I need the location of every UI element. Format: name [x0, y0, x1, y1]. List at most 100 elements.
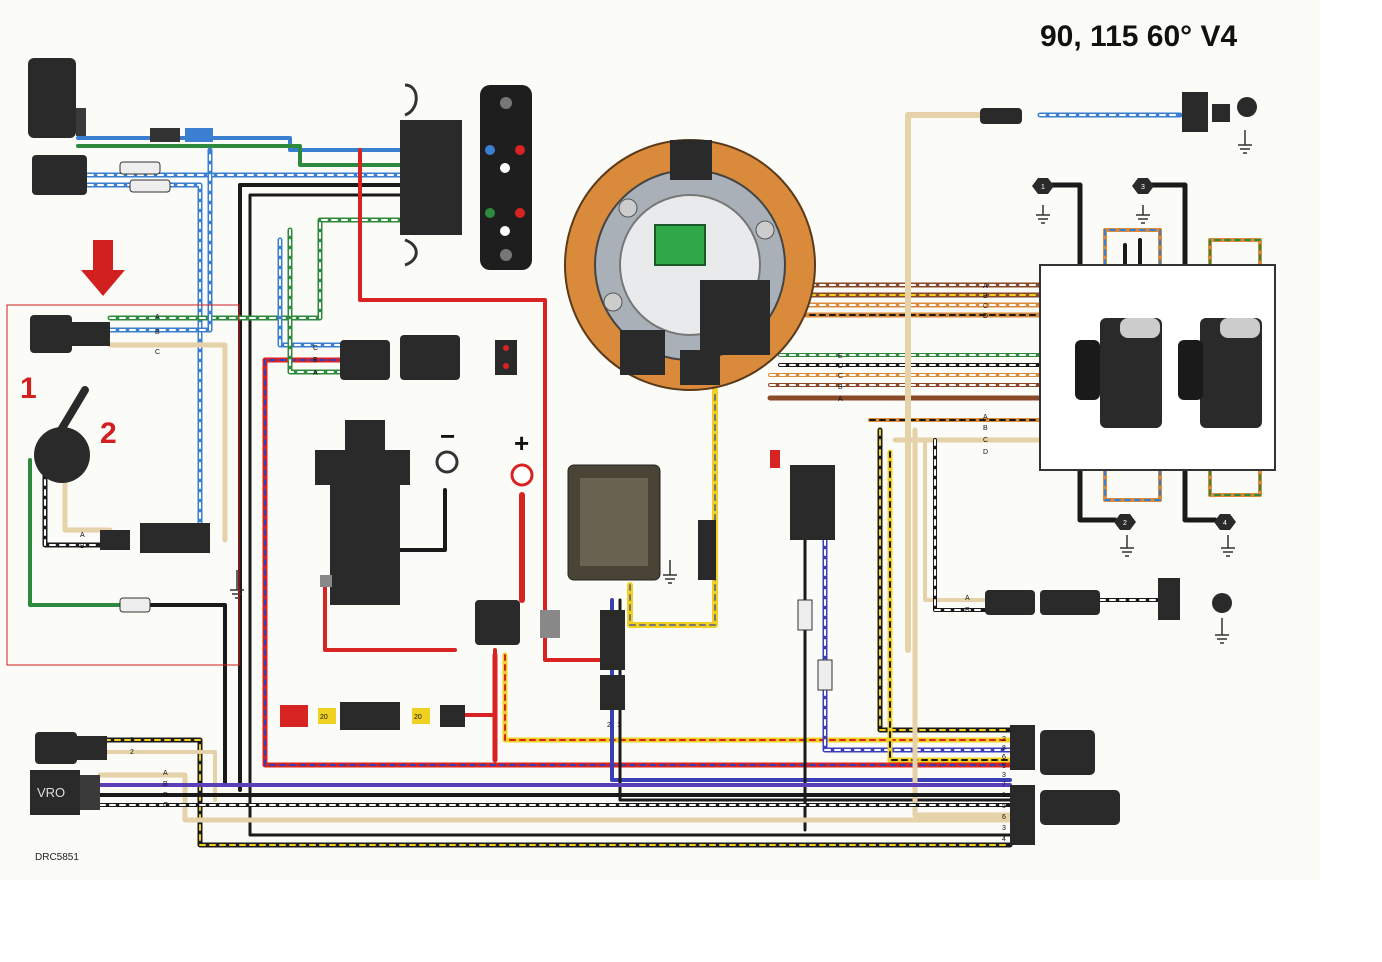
svg-text:2: 2 [1123, 520, 1127, 527]
svg-text:2: 2 [1002, 736, 1006, 743]
svg-text:3: 3 [1002, 772, 1006, 779]
svg-text:7: 7 [1002, 781, 1006, 788]
battery-terminals [435, 450, 534, 487]
svg-text:3: 3 [1002, 825, 1006, 832]
battery-minus-sign: − [440, 421, 455, 451]
pin-labels-harness-lower: 1 5 6 3 4 [1002, 792, 1006, 843]
crank-sensor [985, 578, 1232, 620]
wire-black-tps [148, 603, 227, 787]
stator [564, 139, 816, 391]
svg-text:B: B [163, 781, 168, 788]
wire-black-trunk-2 [248, 193, 1012, 837]
throttle-position-sensor [34, 386, 210, 613]
svg-text:D: D [838, 363, 843, 370]
vro-label: VRO [37, 785, 65, 800]
svg-text:B: B [983, 425, 988, 432]
wire-green-top [76, 144, 402, 167]
pin-labels-fuel: 2 1 [607, 722, 621, 729]
svg-text:C: C [983, 303, 988, 310]
svg-text:B: B [983, 293, 988, 300]
svg-text:5: 5 [1002, 763, 1006, 770]
svg-text:A: A [983, 414, 988, 421]
aux-connector [340, 335, 517, 380]
svg-text:C: C [983, 437, 988, 444]
bottom-left-connectors [30, 732, 107, 815]
terminal-block [400, 83, 532, 270]
svg-text:B: B [838, 384, 843, 391]
main-harness-plugs [1010, 725, 1120, 845]
svg-text:3: 3 [1141, 184, 1145, 191]
pin-labels-bottom-left: 1 2 [130, 737, 134, 756]
svg-text:B: B [313, 357, 318, 364]
svg-text:E: E [838, 353, 843, 360]
svg-text:1: 1 [1041, 184, 1045, 191]
fuse-label-b: 20 [414, 714, 422, 721]
starter [315, 420, 410, 605]
svg-text:8: 8 [1002, 745, 1006, 752]
svg-text:6: 6 [1002, 754, 1006, 761]
svg-text:5: 5 [1002, 803, 1006, 810]
svg-text:A: A [983, 283, 988, 290]
down-arrow-icon [81, 240, 125, 296]
wire-tan-key [107, 342, 228, 543]
power-pack [1039, 264, 1276, 471]
wire-red-solenoid [323, 578, 457, 652]
svg-text:A: A [838, 396, 843, 403]
svg-text:A: A [163, 770, 168, 777]
svg-text:1: 1 [130, 737, 134, 744]
battery-plus-sign: + [514, 428, 529, 458]
annotation: 1 2 [6, 240, 240, 666]
temp-sender [980, 92, 1257, 132]
diagram-title: 90, 115 60° V4 [1040, 20, 1237, 53]
wire-black-solenoid [398, 488, 447, 552]
highlight-box [6, 304, 240, 666]
pin-labels-key: A B C [155, 314, 160, 356]
svg-text:C: C [313, 345, 318, 352]
trim-sender [28, 58, 213, 195]
wire-tan-vro [97, 772, 1013, 823]
svg-text:C: C [155, 349, 160, 356]
coil-terminals [1032, 178, 1236, 530]
svg-text:D: D [163, 792, 168, 799]
svg-text:A: A [965, 595, 970, 602]
svg-text:D: D [983, 449, 988, 456]
rectifier [567, 464, 661, 581]
pin-labels-stator: A B C D [983, 283, 988, 320]
wire-green-tps [28, 458, 122, 607]
svg-text:1: 1 [617, 722, 621, 729]
svg-text:B: B [155, 329, 160, 336]
svg-text:4: 4 [1223, 520, 1227, 527]
pin-labels-aux: C B A [313, 345, 318, 377]
wire-red-main [358, 148, 612, 662]
svg-text:B: B [965, 607, 970, 614]
figure-code: DRC5851 [35, 852, 79, 863]
components [28, 58, 1276, 845]
svg-text:C: C [163, 802, 168, 809]
wire-tan-trunk-2 [912, 427, 1013, 818]
wire-tan-crank [923, 438, 987, 602]
pin-labels-crank: A B [965, 595, 970, 614]
svg-text:A: A [80, 532, 85, 539]
wire-harness [28, 112, 1262, 848]
svg-text:4: 4 [1002, 836, 1006, 843]
fuses [280, 702, 465, 730]
callout-1: 1 [20, 372, 37, 405]
key-connector [30, 315, 110, 353]
pin-labels-timer: E D C B A [838, 353, 843, 403]
wire-tan-trunk [905, 112, 1003, 653]
svg-text:2: 2 [607, 722, 611, 729]
coil-number-labels: 1 2 3 4 [1041, 184, 1227, 527]
svg-text:2: 2 [130, 749, 134, 756]
svg-text:B: B [80, 543, 85, 550]
svg-text:D: D [983, 313, 988, 320]
pin-labels-tps: A B [80, 532, 85, 550]
callout-2: 2 [100, 417, 117, 450]
svg-text:1: 1 [1002, 792, 1006, 799]
svg-text:A: A [155, 314, 160, 321]
pin-labels-harness-upper: 2 8 6 5 3 7 [1002, 736, 1006, 788]
svg-text:C: C [838, 373, 843, 380]
ground-symbols [230, 130, 1252, 644]
wire-black-trunk [238, 183, 402, 792]
svg-text:6: 6 [1002, 814, 1006, 821]
